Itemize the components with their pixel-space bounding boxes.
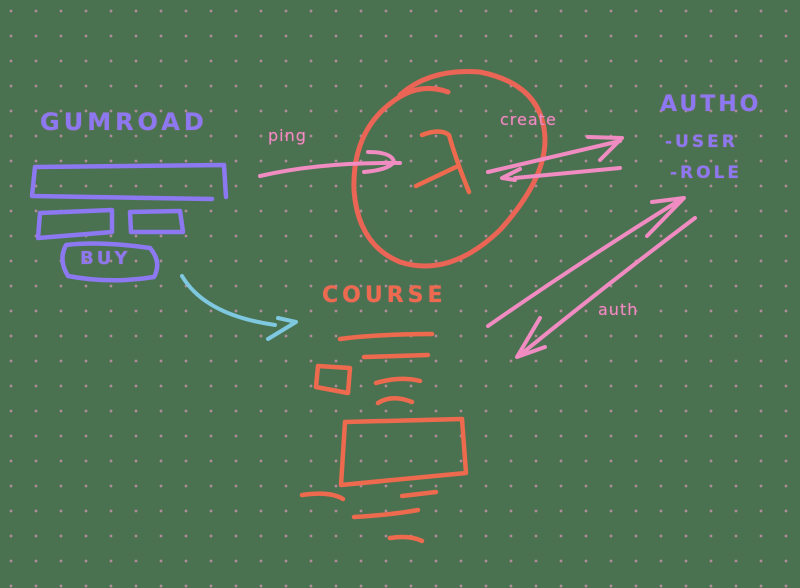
course-line-7 bbox=[351, 507, 421, 520]
auth0-item-user: -USER bbox=[665, 132, 738, 152]
auth-label: auth bbox=[598, 300, 639, 319]
buy-button[interactable]: BUY bbox=[80, 248, 131, 269]
buy-to-course-arrow bbox=[180, 274, 298, 341]
auth0-title: AUTHO bbox=[660, 92, 762, 117]
lambda-circle bbox=[351, 69, 548, 269]
create-label: create bbox=[500, 110, 557, 129]
gumroad-field-right bbox=[127, 208, 186, 235]
course-title: COURSE bbox=[322, 283, 447, 308]
ping-arrow bbox=[258, 150, 402, 178]
create-arrow bbox=[486, 135, 624, 182]
auth0-item-role: -ROLE bbox=[670, 163, 743, 183]
course-line-5 bbox=[299, 491, 346, 502]
course-line-4 bbox=[375, 396, 415, 406]
gumroad-input-box bbox=[29, 162, 229, 202]
course-line-2 bbox=[361, 352, 431, 360]
ping-label: ping bbox=[268, 126, 307, 145]
course-video-box bbox=[338, 416, 469, 488]
auth-arrow bbox=[486, 196, 697, 359]
course-page-sketch bbox=[299, 331, 469, 544]
course-line-1 bbox=[337, 331, 435, 342]
course-line-3 bbox=[373, 376, 423, 386]
course-thumbnail bbox=[313, 363, 353, 396]
gumroad-title: GUMROAD bbox=[40, 108, 208, 136]
gumroad-wireframe bbox=[29, 162, 229, 283]
course-line-8 bbox=[387, 534, 425, 544]
course-line-6 bbox=[399, 489, 439, 499]
gumroad-field-left bbox=[35, 207, 115, 241]
gumroad-buy-outline bbox=[60, 241, 160, 283]
lambda-symbol-icon bbox=[413, 129, 472, 195]
